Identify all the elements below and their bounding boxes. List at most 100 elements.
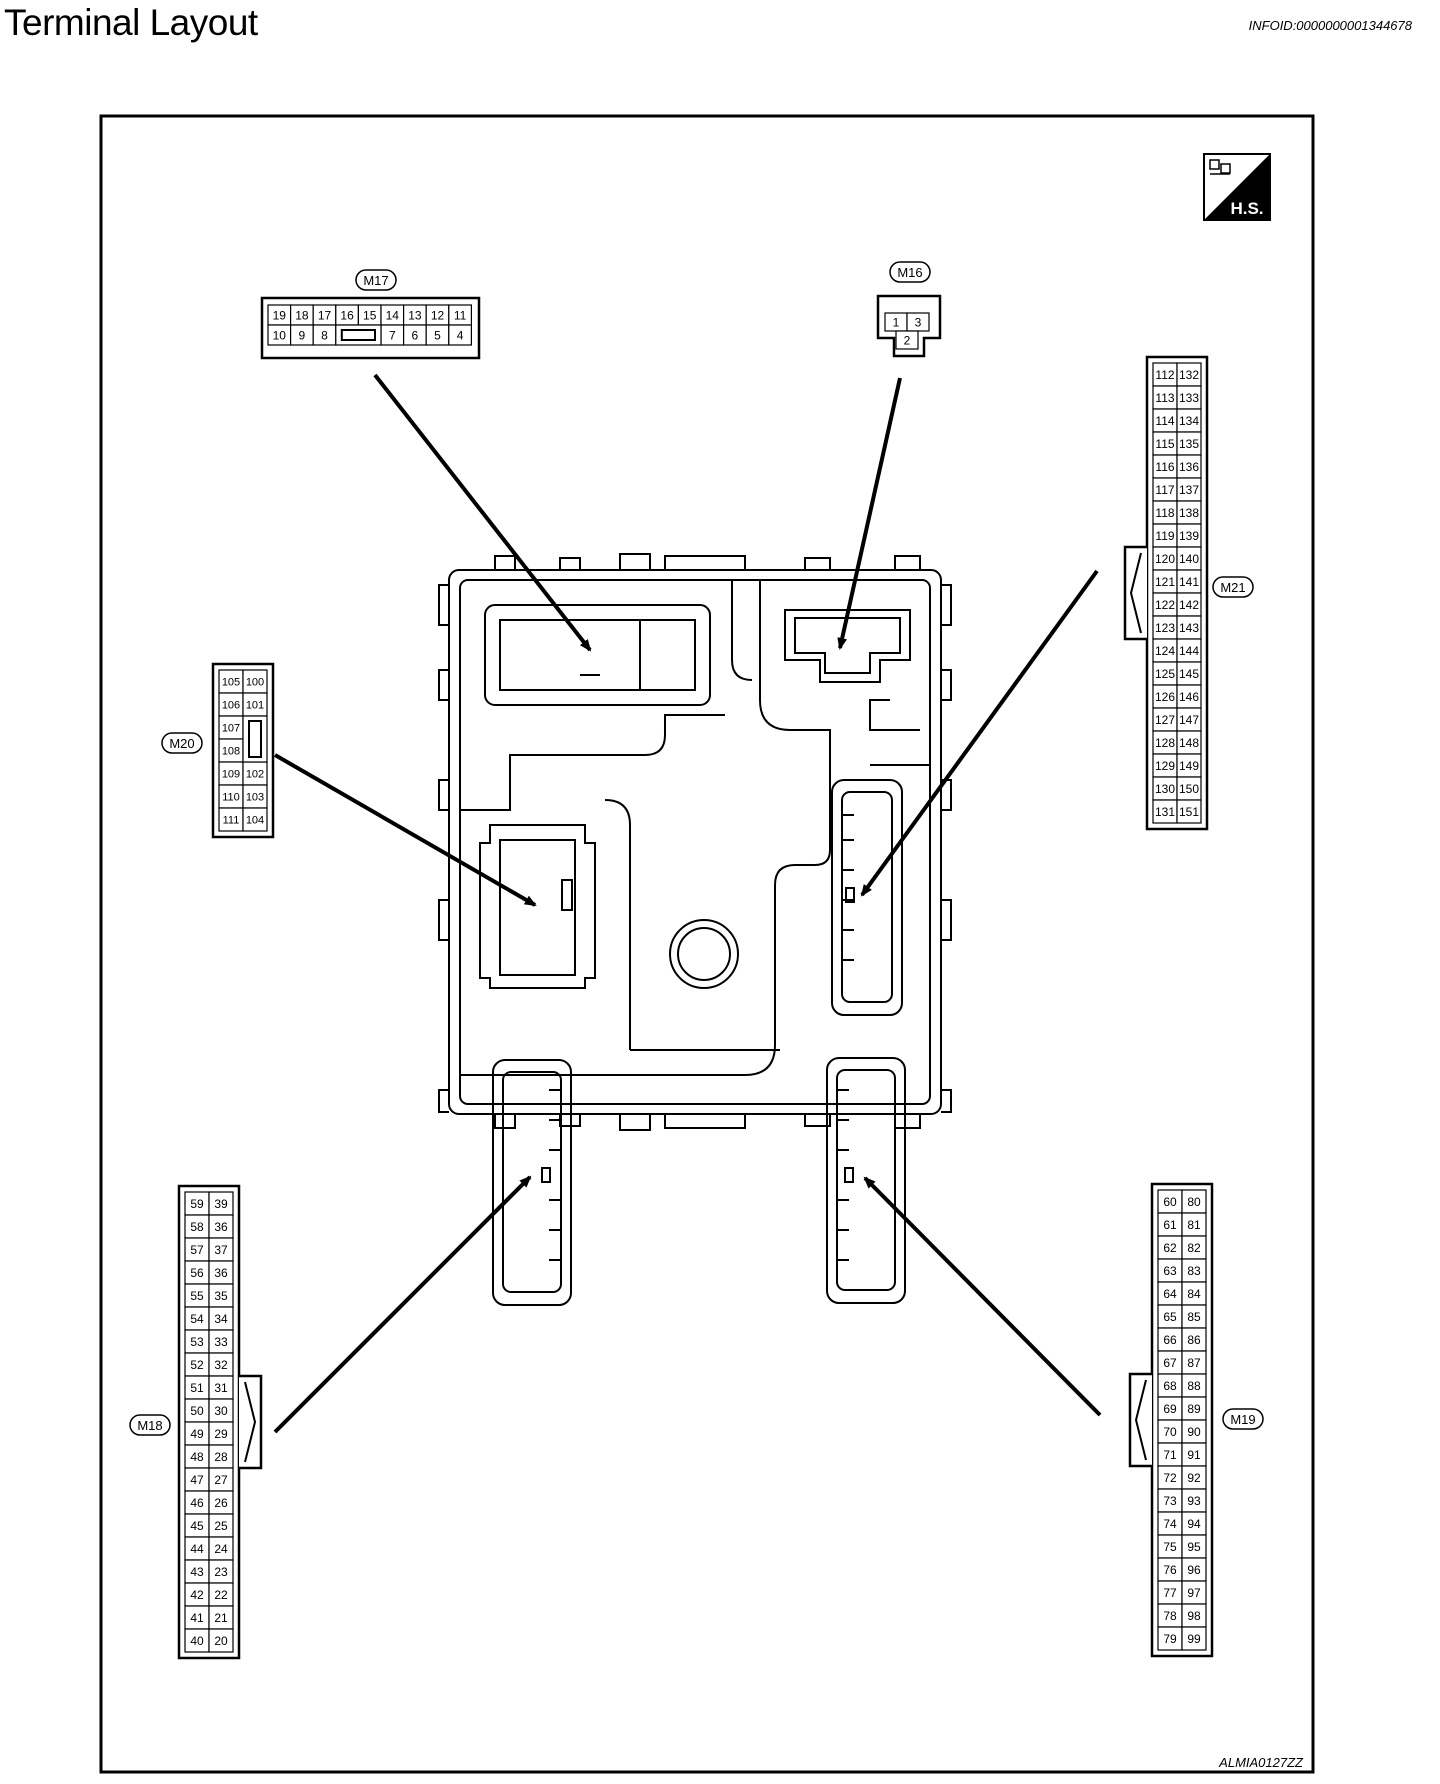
m16-pin-1: 1: [893, 315, 900, 329]
m18-pin-35: 35: [214, 1289, 228, 1303]
arrow-m16: [837, 377, 902, 650]
m18-pin-39: 39: [214, 1197, 228, 1211]
m19-label: M19: [1230, 1412, 1255, 1427]
m19-pin-95: 95: [1187, 1540, 1201, 1554]
car-icon: [1209, 159, 1231, 175]
m17-pin-11: 11: [454, 308, 467, 322]
m21-pin-141: 141: [1179, 575, 1199, 589]
m19-pin-91: 91: [1187, 1448, 1201, 1462]
m21-pin-146: 146: [1179, 690, 1199, 704]
m19-pin-79: 79: [1163, 1632, 1177, 1646]
arrow-m17: [373, 373, 592, 652]
m19-pin-94: 94: [1187, 1517, 1201, 1531]
m21-pin-136: 136: [1179, 460, 1199, 474]
m18-pin-59: 59: [190, 1197, 204, 1211]
m17-pin-10: 10: [273, 328, 287, 342]
m19-pin-75: 75: [1163, 1540, 1177, 1554]
m18-pin-20: 20: [214, 1634, 228, 1648]
m19-pin-92: 92: [1187, 1471, 1201, 1485]
m21-pin-140: 140: [1179, 552, 1199, 566]
m19-pin-96: 96: [1187, 1563, 1201, 1577]
m20-pin-109: 109: [222, 768, 240, 780]
m19-pin-67: 67: [1163, 1356, 1177, 1370]
m19-pin-66: 66: [1163, 1333, 1177, 1347]
m18-pin-51: 51: [190, 1381, 204, 1395]
m21-pin-127: 127: [1155, 713, 1175, 727]
m19-pin-73: 73: [1163, 1494, 1177, 1508]
m19-pin-77: 77: [1163, 1586, 1177, 1600]
m21-pin-122: 122: [1155, 598, 1175, 612]
m20-pin-102: 102: [246, 768, 264, 780]
m20-pin-104-cell: [242, 807, 268, 832]
m16-label-oval: [889, 261, 931, 283]
m16-pin-2-cell: [895, 330, 919, 350]
m21-pin-117: 117: [1155, 483, 1174, 497]
m18-pin-33: 33: [214, 1335, 228, 1349]
m18-pin-42: 42: [190, 1588, 204, 1602]
page-title: Terminal Layout: [4, 2, 258, 43]
m18-pin-46: 46: [190, 1496, 204, 1510]
m17-pin-16: 16: [340, 308, 354, 322]
m21-pin-113: 113: [1155, 391, 1174, 405]
m19-pin-69: 69: [1163, 1402, 1177, 1416]
m21-pin-128: 128: [1155, 736, 1175, 750]
m19-pin-93: 93: [1187, 1494, 1201, 1508]
m16-pin-3: 3: [915, 315, 922, 329]
m21-pin-125: 125: [1155, 667, 1175, 681]
m21-label: M21: [1220, 580, 1245, 595]
m18-pin-20-cell: [208, 1628, 234, 1653]
m21-pin-133: 133: [1179, 391, 1199, 405]
m20-label: M20: [169, 736, 194, 751]
m17-pin-9: 9: [299, 328, 306, 342]
m18-pin-26: 26: [214, 1496, 228, 1510]
m21-pin-129: 129: [1155, 759, 1175, 773]
m19-pin-99-cell: [1181, 1626, 1207, 1651]
m19-pin-84: 84: [1187, 1287, 1201, 1301]
m18-pin-57: 57: [190, 1243, 204, 1257]
m18-pin-25: 25: [214, 1519, 228, 1533]
m19-pin-86: 86: [1187, 1333, 1201, 1347]
m21-label-oval: [1212, 576, 1254, 598]
m18-pin-41: 41: [190, 1611, 204, 1625]
figure-code: ALMIA0127ZZ: [1218, 1755, 1304, 1770]
m18-pin-21: 21: [214, 1611, 228, 1625]
info-id: INFOID:0000000001344678: [1248, 18, 1412, 33]
m18-pin-40: 40: [190, 1634, 204, 1648]
m18-pin-37: 37: [214, 1243, 228, 1257]
m21-pin-144: 144: [1179, 644, 1199, 658]
m21-pin-119: 119: [1155, 529, 1174, 543]
m18-pin-48: 48: [190, 1450, 204, 1464]
m19-pin-99: 99: [1187, 1632, 1201, 1646]
m19-pin-81: 81: [1187, 1218, 1201, 1232]
m18-label-oval: [129, 1414, 171, 1436]
m21-pin-123: 123: [1155, 621, 1175, 635]
m18-pin-23: 23: [214, 1565, 228, 1579]
m20-pin-107: 107: [222, 722, 240, 734]
m21-pin-112: 112: [1155, 368, 1174, 382]
m18-pin-52: 52: [190, 1358, 204, 1372]
m18-pin-32: 32: [214, 1358, 228, 1372]
m17-pin-4: 4: [457, 328, 464, 342]
m20-pin-106: 106: [222, 699, 240, 711]
m19-pin-87: 87: [1187, 1356, 1201, 1370]
m19-pin-85: 85: [1187, 1310, 1201, 1324]
m18-label: M18: [137, 1418, 162, 1433]
hs-badge: H.S.: [1203, 153, 1271, 221]
m21-pin-143: 143: [1179, 621, 1199, 635]
m16-label: M16: [897, 265, 922, 280]
m17-pin-12: 12: [431, 308, 445, 322]
m19-pin-97: 97: [1187, 1586, 1201, 1600]
connector-m19: 6061626364656667686970717273747576777879…: [1128, 1182, 1264, 1658]
m20-pin-103: 103: [246, 791, 264, 803]
m21-pin-118: 118: [1155, 506, 1174, 520]
m20-pin-101: 101: [246, 699, 264, 711]
m18-pin-44: 44: [190, 1542, 204, 1556]
m19-pin-89: 89: [1187, 1402, 1201, 1416]
m16-pin-2: 2: [904, 333, 911, 347]
m20-pin-111: 111: [223, 814, 240, 826]
m17-pin-6: 6: [412, 328, 419, 342]
m19-pin-62: 62: [1163, 1241, 1177, 1255]
